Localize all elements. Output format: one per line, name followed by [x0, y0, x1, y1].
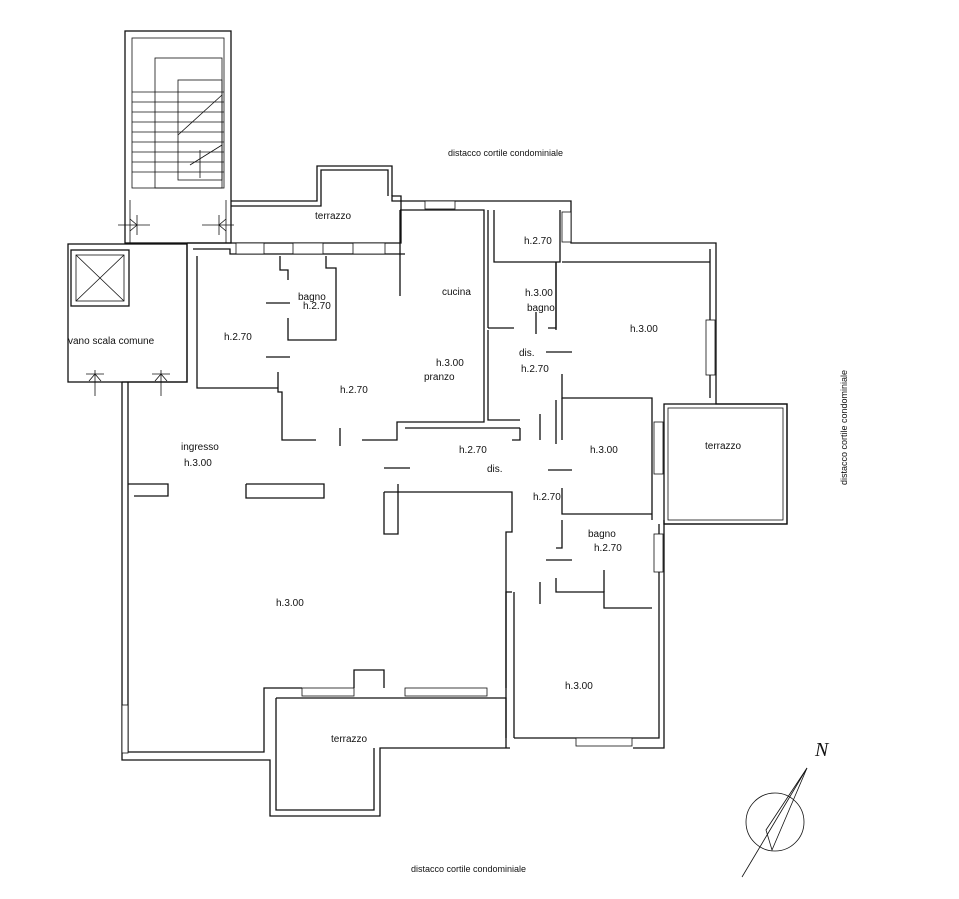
note-right: distacco cortile condominiale [839, 370, 849, 485]
entry-height: h.3.00 [184, 458, 212, 469]
pranzo-height: h.3.00 [436, 358, 464, 369]
entry-label: ingresso [181, 442, 219, 453]
terrace-east [663, 403, 788, 525]
stairwell [124, 30, 232, 244]
room-se-height: h.3.00 [565, 681, 593, 692]
window [235, 242, 265, 255]
compass-icon [741, 767, 808, 878]
dis-mid-label: dis. [519, 348, 535, 359]
terrace-east-label: terrazzo [705, 441, 742, 452]
pranzo-label: pranzo [424, 372, 455, 383]
window [653, 421, 664, 475]
window [575, 737, 633, 747]
window [404, 687, 488, 697]
terrace-top-label: terrazzo [315, 211, 352, 222]
small-top-height: h.2.70 [524, 236, 552, 247]
stair-door-right-icon [202, 215, 234, 235]
window [561, 211, 572, 243]
window [705, 319, 716, 376]
room-left-height: h.2.70 [224, 332, 252, 343]
stair-door-left-icon [118, 215, 150, 235]
interior-walls [128, 209, 710, 738]
kitchen-label: cucina [442, 287, 471, 298]
bath-left-height: h.2.70 [303, 301, 331, 312]
pranzo-area-height: h.2.70 [340, 385, 368, 396]
bath-se-label: bagno [588, 529, 616, 540]
bath-mid-height: h.3.00 [525, 288, 553, 299]
elevator [67, 243, 188, 383]
window [121, 704, 129, 754]
window [424, 200, 456, 210]
note-bottom: distacco cortile condominiale [411, 864, 526, 874]
bath-mid-label: bagno [527, 303, 555, 314]
terrace-south-label: terrazzo [331, 734, 368, 745]
window [352, 242, 386, 255]
note-top: distacco cortile condominiale [448, 148, 563, 158]
living-height: h.3.00 [276, 598, 304, 609]
corridor-height: h.2.70 [533, 492, 561, 503]
bath-se-height: h.2.70 [594, 543, 622, 554]
hall-height: h.2.70 [459, 445, 487, 456]
bedroom-ne-height: h.3.00 [630, 324, 658, 335]
compass-north-label: N [814, 739, 830, 761]
dis-mid-height: h.2.70 [521, 364, 549, 375]
window [301, 687, 355, 697]
bath-left-label: bagno [298, 292, 326, 303]
hall-label: dis. [487, 464, 503, 475]
room-east-height: h.3.00 [590, 445, 618, 456]
landing-door-left-icon [86, 370, 104, 396]
terrace-top [230, 165, 393, 243]
stair-label: vano scala comune [68, 336, 155, 347]
window [292, 242, 324, 255]
landing-door-right-icon [152, 370, 170, 396]
window [653, 533, 664, 573]
